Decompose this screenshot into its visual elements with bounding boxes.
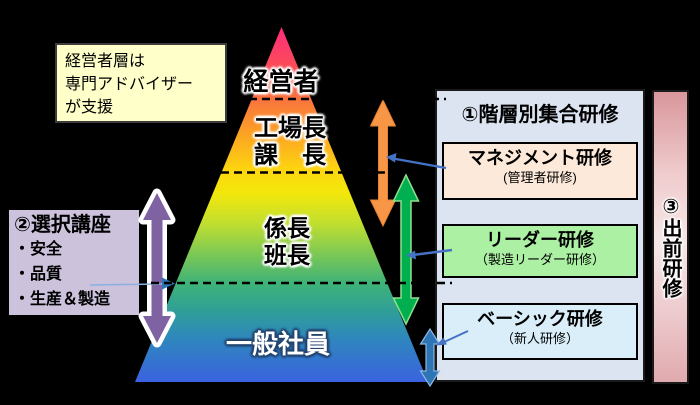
course-management-name: マネジメント研修 bbox=[468, 148, 612, 168]
pyramid-level-manager-label: 工場長 課 長 bbox=[254, 115, 326, 169]
elective-item-quality: ・品質 bbox=[14, 265, 63, 283]
pyramid-level-staff-label: 一般社員 bbox=[225, 329, 331, 359]
elective-courses-box: ②選択講座 ・安全 ・品質 ・生産＆製造 bbox=[6, 207, 142, 318]
note-line: 経営者層は bbox=[65, 53, 146, 70]
group-training-title: ①階層別集合研修 bbox=[461, 104, 619, 126]
course-leader-sub: （製造リーダー研修） bbox=[474, 251, 605, 267]
onsite-training-title: ③出前研修 bbox=[659, 194, 681, 298]
elective-item-safety: ・安全 bbox=[14, 241, 63, 258]
group-training-panel: ①階層別集合研修 マネジメント研修 (管理者研修) リーダー研修 （製造リーダー… bbox=[435, 89, 645, 382]
note-line: 専門アドバイザー bbox=[65, 76, 194, 94]
pyramid-level-leader-line2: 班長 bbox=[264, 242, 310, 268]
pyramid-level-executive-label: 経営者 bbox=[243, 68, 319, 96]
executive-advisor-note: 経営者層は 専門アドバイザー が支援 bbox=[55, 43, 227, 123]
course-box-management: マネジメント研修 (管理者研修) bbox=[442, 142, 638, 200]
course-management-sub: (管理者研修) bbox=[503, 169, 577, 185]
course-box-leader: リーダー研修 （製造リーダー研修） bbox=[442, 224, 638, 278]
elective-courses-title: ②選択講座 bbox=[14, 214, 111, 236]
pyramid-level-leader-label: 係長 班長 bbox=[264, 215, 310, 269]
course-leader-name: リーダー研修 bbox=[486, 230, 594, 250]
management-range-double-arrow-icon bbox=[369, 98, 397, 228]
elective-item-production: ・生産＆製造 bbox=[14, 290, 111, 308]
pyramid-level-leader-line1: 係長 bbox=[264, 215, 310, 241]
onsite-training-bar: ③出前研修 bbox=[652, 90, 689, 384]
course-basic-sub: （新人研修） bbox=[500, 330, 579, 346]
pyramid-level-manager-line2: 課 長 bbox=[254, 142, 326, 169]
course-basic-name: ベーシック研修 bbox=[477, 309, 603, 329]
note-line: が支援 bbox=[65, 99, 114, 117]
leader-range-double-arrow-icon bbox=[392, 173, 420, 326]
course-box-basic: ベーシック研修 （新人研修） bbox=[442, 303, 638, 360]
pyramid-level-manager-line1: 工場長 bbox=[254, 115, 326, 142]
